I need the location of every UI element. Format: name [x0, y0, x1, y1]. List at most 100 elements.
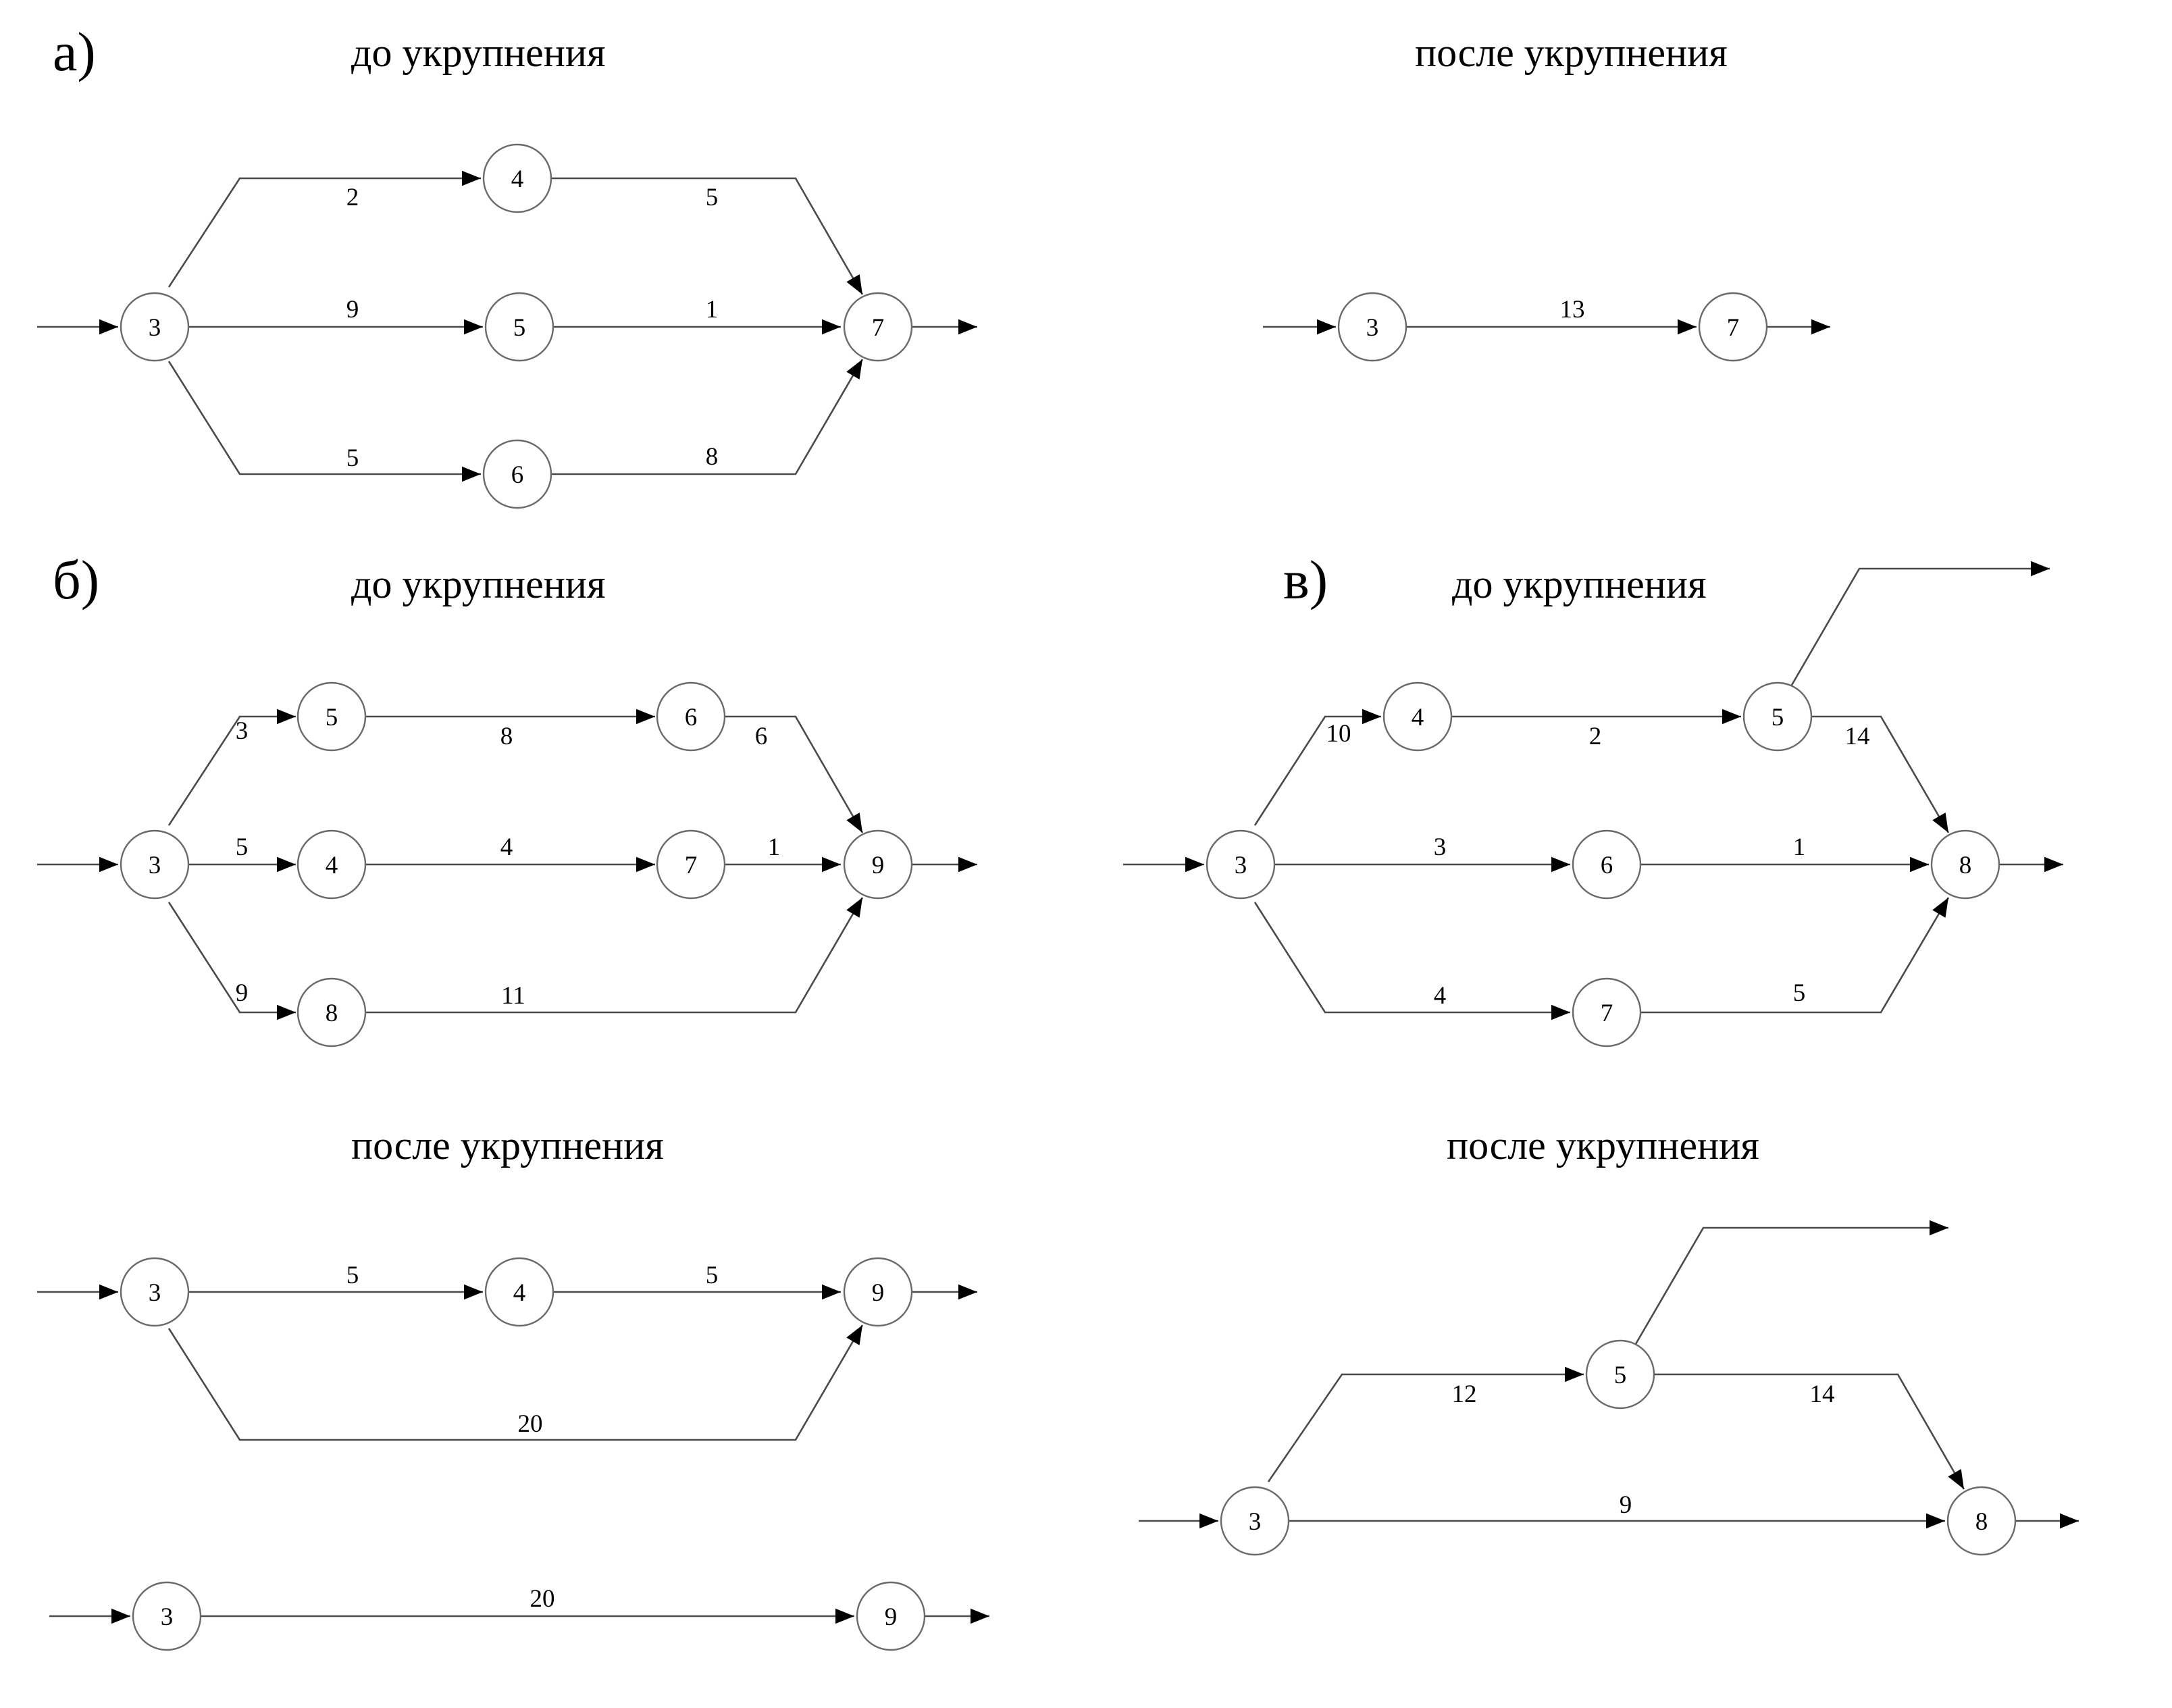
weight-6-8: 1 [1793, 833, 1806, 861]
node-circle [120, 1257, 190, 1327]
node-3: 3 [120, 1257, 190, 1327]
node-label: 9 [872, 1279, 885, 1307]
node-5: 5 [1585, 1339, 1655, 1409]
weight-4-7: 5 [706, 184, 719, 211]
weight-3-4: 5 [346, 1262, 359, 1289]
node-8: 8 [296, 977, 367, 1047]
edge-6-7 [551, 359, 864, 475]
edge-3-5 [1267, 1366, 1584, 1482]
node-label: 8 [1975, 1508, 1988, 1536]
node-circle [484, 1257, 554, 1327]
node-8: 8 [1930, 829, 2000, 900]
title-b-before: до укрупнения [351, 562, 606, 606]
node-9: 9 [843, 829, 913, 900]
weight-5-7: 1 [706, 296, 719, 324]
node-label: 5 [326, 704, 338, 731]
weight-3-7: 4 [1434, 982, 1447, 1010]
node-label: 3 [1235, 852, 1247, 879]
node-circle [132, 1581, 202, 1651]
edge-5-out [1790, 561, 2050, 687]
weight-3-4: 2 [346, 184, 359, 211]
edge-3-7 [1253, 902, 1570, 1020]
node-3: 3 [1337, 292, 1407, 362]
node-8: 8 [1946, 1486, 2017, 1556]
node-circle [843, 829, 913, 900]
weight-4-5: 2 [1589, 723, 1602, 750]
weight-5-6: 8 [500, 723, 513, 750]
weight-3-5: 9 [346, 296, 359, 324]
node-7: 7 [1572, 977, 1642, 1047]
node-label: 8 [1959, 852, 1972, 879]
node-7: 7 [843, 292, 913, 362]
node-label: 7 [685, 852, 698, 879]
part-v-label: в) [1283, 549, 1328, 611]
node-label: 8 [326, 1000, 338, 1027]
node-3: 3 [1220, 1486, 1290, 1556]
edge-4-7 [551, 177, 864, 295]
node-label: 5 [1614, 1362, 1627, 1389]
weight-6-9: 6 [755, 723, 768, 750]
node-3: 3 [120, 829, 190, 900]
title-a-before: до укрупнения [351, 30, 606, 75]
node-4: 4 [1382, 681, 1453, 752]
part-a-label: а) [53, 21, 96, 82]
node-4: 4 [296, 829, 367, 900]
node-label: 3 [149, 1279, 161, 1307]
edge-3-8 [167, 902, 296, 1020]
node-6: 6 [656, 681, 726, 752]
weight-3-5: 12 [1452, 1380, 1477, 1408]
title-v-after: после укрупнения [1447, 1123, 1759, 1168]
node-circle [1572, 977, 1642, 1047]
weight-6-7: 8 [706, 443, 719, 471]
title-a-after: после укрупнения [1415, 30, 1728, 75]
node-label: 4 [1412, 704, 1424, 731]
weight-8-9: 11 [501, 982, 525, 1010]
node-circle [296, 977, 367, 1047]
node-label: 3 [1366, 314, 1379, 342]
node-5: 5 [296, 681, 367, 752]
node-4: 4 [482, 143, 552, 213]
node-9: 9 [856, 1581, 926, 1651]
title-b-after: после укрупнения [351, 1123, 664, 1168]
node-circle [1572, 829, 1642, 900]
weight-3-5: 3 [236, 717, 249, 745]
node-circle [856, 1581, 926, 1651]
node-label: 3 [149, 314, 161, 342]
node-circle [1946, 1486, 2017, 1556]
node-3: 3 [120, 292, 190, 362]
node-label: 3 [161, 1603, 174, 1631]
part-b: б) до укрупнения после укрупнения 3 5 9 … [37, 549, 989, 1651]
node-circle [1930, 829, 2000, 900]
edge-3-5 [167, 708, 296, 826]
node-3: 3 [132, 1581, 202, 1651]
weight-3-9: 20 [518, 1410, 543, 1438]
weight-3-8: 9 [236, 979, 249, 1007]
node-6: 6 [482, 439, 552, 509]
edge-8-9 [366, 897, 864, 1014]
node-label: 5 [1772, 704, 1784, 731]
weight-5-8: 14 [1845, 723, 1870, 750]
node-label: 4 [513, 1279, 526, 1307]
node-5: 5 [1742, 681, 1813, 752]
part-b-label: б) [53, 549, 99, 611]
node-circle [1585, 1339, 1655, 1409]
weight-3-6: 3 [1434, 833, 1447, 861]
node-circle [120, 292, 190, 362]
node-label: 7 [1727, 314, 1740, 342]
node-circle [296, 829, 367, 900]
node-circle [484, 292, 554, 362]
part-v: в) до укрупнения после укрупнения 10 2 1… [1123, 549, 2079, 1556]
weight-3-6: 5 [346, 444, 359, 472]
node-circle [1742, 681, 1813, 752]
weight-3-8: 9 [1620, 1491, 1632, 1519]
weight-4-7: 4 [500, 833, 513, 861]
node-circle [1698, 292, 1768, 362]
node-6: 6 [1572, 829, 1642, 900]
node-circle [1337, 292, 1407, 362]
title-v-before: до укрупнения [1452, 562, 1707, 606]
node-label: 4 [326, 852, 338, 879]
node-circle [482, 439, 552, 509]
edge-3-9 [167, 1324, 864, 1441]
node-circle [1220, 1486, 1290, 1556]
part-a: а) до укрупнения после укрупнения 2 9 5 … [37, 21, 1830, 509]
